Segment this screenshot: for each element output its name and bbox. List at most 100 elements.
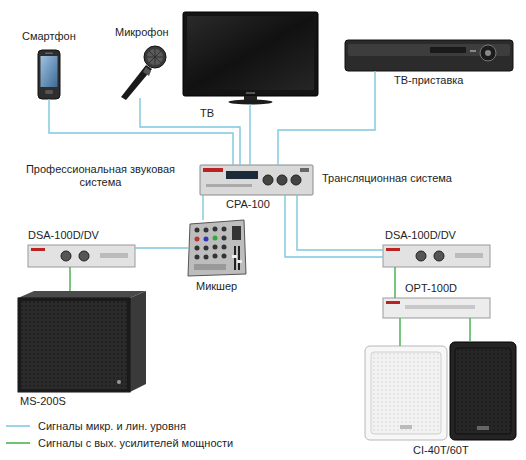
microphone-picture: [121, 46, 166, 100]
smartphone-picture-part: [45, 90, 53, 94]
device-label: ТВ: [200, 107, 214, 120]
speakers-picture-part: [371, 352, 441, 434]
set-top-box-picture-part: [345, 40, 513, 71]
speakers-picture-part: [477, 426, 489, 430]
digital-amplifier-picture-part: [386, 248, 400, 251]
power-signal-wire: [69, 267, 70, 291]
mixer-picture-part: [204, 228, 209, 233]
transformer-picture: [383, 298, 490, 318]
line-signal-wire: [285, 195, 383, 257]
tv-picture: [183, 12, 318, 105]
mixer-picture-part: [237, 260, 242, 263]
amplifier-picture: [200, 165, 313, 195]
subwoofer-picture-part: [117, 380, 121, 384]
digital-amplifier-node: DSA-100D/DV: [383, 245, 490, 267]
tv-picture-part: [244, 96, 257, 100]
speakers-node: CI-40T/60T: [365, 342, 517, 440]
mixer-picture-part: [232, 226, 241, 240]
legend-text: Сигналы микр. и лин. уровня: [38, 420, 186, 433]
line-signal-wire: [297, 195, 383, 250]
amplifier-picture-part: [200, 165, 313, 195]
microphone-picture-part: [121, 65, 152, 100]
mixer-picture-part: [195, 246, 200, 251]
transformer-picture-part: [383, 298, 490, 318]
smartphone-picture-part: [38, 50, 60, 99]
tv-picture-part: [229, 100, 273, 105]
transformer-picture-part: [386, 301, 400, 304]
mixer-picture-part: [188, 220, 246, 276]
device-label: DSA-100D/DV: [28, 229, 99, 242]
legend-text: Сигналы с вых. усилителей мощности: [38, 437, 233, 450]
mixer-picture-part: [194, 264, 226, 270]
digital-amplifier-picture-part: [61, 251, 71, 261]
line-signal-wire: [135, 247, 188, 248]
digital-amplifier-node: DSA-100D/DV: [28, 245, 135, 267]
smartphone-picture-part: [41, 56, 58, 87]
smartphone-picture-part: [45, 53, 53, 55]
power-signal-wire: [394, 267, 395, 298]
speakers-picture-part: [365, 346, 447, 440]
transformer-picture-part: [405, 305, 475, 309]
smartphone-node: Смартфон: [38, 50, 60, 99]
tv-picture-part: [183, 12, 318, 96]
set-top-box-picture-part: [480, 45, 496, 61]
device-label: DSA-100D/DV: [385, 229, 456, 242]
power-signal-wire: [399, 318, 400, 346]
mixer-picture-part: [222, 254, 227, 259]
group-label: Трансляционная система: [322, 172, 452, 185]
set-top-box-picture-part: [485, 50, 491, 56]
mixer-picture-part: [204, 246, 209, 251]
amplifier-picture-part: [300, 168, 309, 172]
mixer-picture: [188, 220, 246, 276]
mixer-picture-part: [195, 228, 200, 233]
legend-line-sample: [6, 425, 30, 427]
digital-amplifier-picture: [28, 245, 135, 267]
device-label: Микрофон: [115, 26, 169, 39]
tv-picture-part: [187, 16, 314, 90]
digital-amplifier-picture-part: [100, 253, 128, 258]
microphone-picture-part: [143, 67, 151, 76]
microphone-picture-part: [147, 49, 163, 65]
amplifier-picture-part: [203, 168, 223, 172]
tv-node: ТВ: [183, 12, 318, 104]
transformer-node: OPT-100D: [383, 298, 490, 318]
device-label: MS-200S: [20, 395, 66, 408]
mixer-picture-part: [204, 255, 209, 260]
mixer-picture-part: [213, 245, 218, 250]
device-label: CI-40T/60T: [413, 444, 469, 457]
mixer-picture-part: [213, 227, 218, 232]
mixer-picture-part: [222, 245, 227, 250]
device-label: Микшер: [196, 280, 237, 293]
device-label: Смартфон: [22, 30, 76, 43]
line-signal-wire: [49, 99, 233, 165]
amplifier-picture-part: [291, 175, 301, 185]
set-top-box-picture: [345, 40, 513, 71]
speakers-picture-part: [450, 342, 516, 440]
amplifier-picture-part: [206, 184, 252, 187]
digital-amplifier-picture-part: [455, 253, 483, 258]
device-label: OPT-100D: [405, 282, 457, 295]
device-label: CPA-100: [226, 198, 270, 211]
speakers-picture-part: [400, 425, 412, 429]
group-label: Профессиональная звуковая система: [8, 163, 193, 189]
digital-amplifier-picture: [383, 245, 490, 267]
set-top-box-node: ТВ-приставка: [345, 40, 513, 71]
subwoofer-picture-part: [18, 298, 130, 392]
digital-amplifier-picture-part: [383, 245, 490, 267]
microphone-picture-part: [144, 46, 166, 68]
digital-amplifier-picture-part: [28, 245, 135, 267]
microphone-picture-part: [147, 49, 163, 65]
tv-picture-part: [246, 92, 255, 94]
mixer-picture-part: [204, 237, 209, 242]
microphone-node: Микрофон: [118, 45, 166, 100]
amplifier-picture-part: [226, 171, 258, 179]
digital-amplifier-picture-part: [31, 248, 45, 251]
mixer-picture-part: [213, 254, 218, 259]
line-signal-wire: [140, 98, 240, 165]
line-signal-wire: [202, 195, 203, 220]
legend-line-sample: [6, 442, 30, 444]
mixer-node: Микшер: [188, 220, 246, 276]
speakers-picture: [365, 342, 516, 440]
subwoofer-picture-part: [20, 300, 128, 390]
smartphone-picture: [38, 50, 60, 99]
